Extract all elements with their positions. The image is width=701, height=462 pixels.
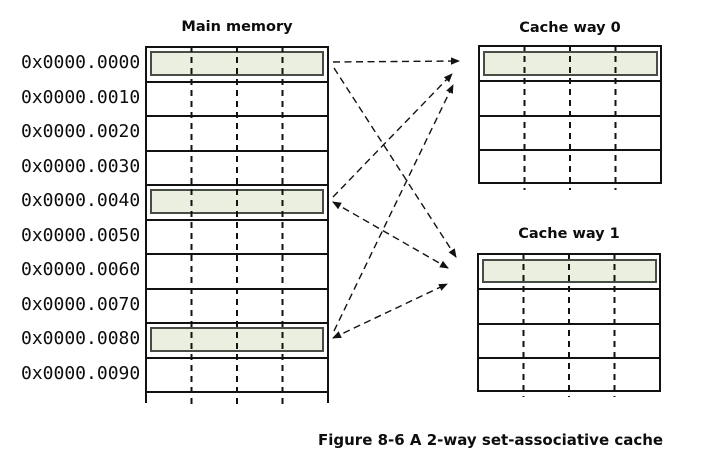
address-label-9: 0x0000.0090 xyxy=(21,362,141,384)
cache-way-1-row-3 xyxy=(479,359,659,394)
memory-row-continuation xyxy=(147,393,327,403)
address-label-2: 0x0000.0020 xyxy=(21,121,141,142)
cache-way-1-title: Cache way 1 xyxy=(518,226,620,242)
memory-row-1 xyxy=(147,83,327,117)
address-label-6: 0x0000.0060 xyxy=(21,259,141,280)
address-label-4: 0x0000.0040 xyxy=(21,190,141,211)
arrow-mem0080-to-way1 xyxy=(332,283,448,339)
address-label-3: 0x0000.0030 xyxy=(21,155,141,177)
cache-way-0-highlight-line xyxy=(483,51,658,76)
memory-row-2 xyxy=(147,117,327,152)
memory-row-6 xyxy=(147,255,327,290)
cache-way-0-row-1 xyxy=(480,82,660,117)
cache-way-0-row-3 xyxy=(480,151,660,186)
main-memory-title: Main memory xyxy=(181,19,293,35)
arrow-mem0000-to-way1 xyxy=(333,67,457,258)
cache-way-1-highlight-line xyxy=(482,259,657,283)
cache-way-0-title: Cache way 0 xyxy=(519,20,621,36)
figure-caption: Figure 8-6 A 2-way set-associative cache xyxy=(318,431,664,449)
memory-highlight-block-0080 xyxy=(150,327,324,352)
arrow-mem0040-to-way1 xyxy=(332,201,449,269)
memory-row-3 xyxy=(147,152,327,186)
memory-row-5 xyxy=(147,221,327,255)
arrow-mem0080-to-way0 xyxy=(333,84,454,332)
cache-way-0-row-2 xyxy=(480,117,660,152)
address-label-8: 0x0000.0080 xyxy=(21,328,141,349)
address-label-1: 0x0000.0010 xyxy=(21,86,141,108)
arrow-mem0040-to-way0 xyxy=(332,73,453,198)
cache-way-1-row-1 xyxy=(479,290,659,325)
memory-row-7 xyxy=(147,290,327,324)
memory-highlight-block-0040 xyxy=(150,189,324,214)
address-label-7: 0x0000.0070 xyxy=(21,293,141,315)
address-label-0: 0x0000.0000 xyxy=(21,52,141,73)
address-label-5: 0x0000.0050 xyxy=(21,224,141,246)
cache-way-1-row-2 xyxy=(479,325,659,360)
arrow-mem0000-to-way0 xyxy=(332,57,460,65)
memory-row-9 xyxy=(147,359,327,393)
memory-highlight-block-0000 xyxy=(150,51,324,76)
